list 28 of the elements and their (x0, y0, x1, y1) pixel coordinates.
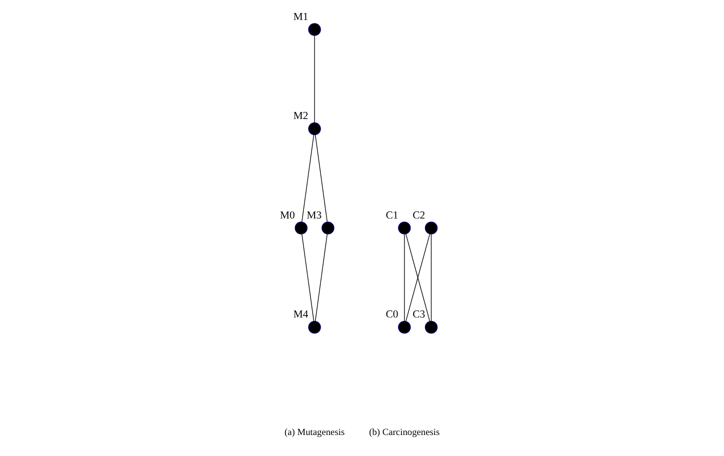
label: (a) Mutagenesis (284, 428, 345, 438)
connector (314, 234, 328, 322)
node-label: M2 (293, 110, 308, 122)
node-label: M3 (306, 209, 322, 222)
node-label: C2 (412, 209, 426, 222)
connector (302, 134, 314, 222)
node-label: M0 (280, 209, 295, 222)
connector (430, 234, 432, 322)
node-circle (398, 222, 411, 234)
connector (314, 35, 315, 123)
node-circle (424, 320, 438, 334)
node-label: M1 (293, 10, 308, 23)
node-circle (398, 320, 411, 334)
node-circle (308, 23, 321, 36)
connector (302, 234, 314, 322)
label: (b) Carcinogenesis (369, 428, 440, 438)
node-circle (322, 222, 334, 234)
node-label: C0 (386, 308, 398, 321)
node-circle (294, 222, 308, 234)
connector (314, 134, 328, 222)
node-circle (308, 320, 321, 334)
node-label: C3 (412, 308, 426, 321)
connector (406, 234, 430, 322)
node-circle (308, 122, 321, 136)
connector (404, 234, 405, 322)
node-circle (424, 222, 438, 234)
node-label: M4 (293, 308, 308, 321)
node-label: C1 (386, 209, 398, 222)
